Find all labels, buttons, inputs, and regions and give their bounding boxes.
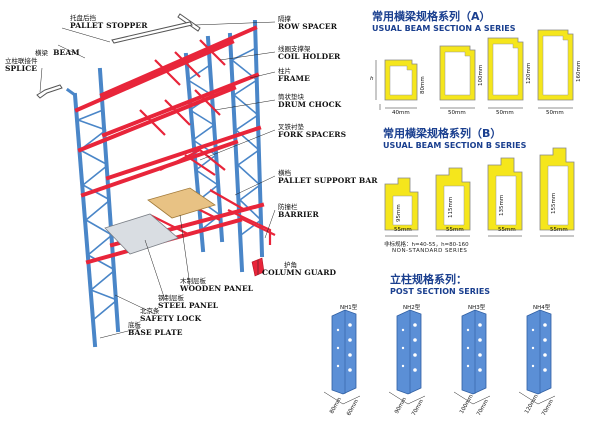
- section-a-height-1: 80mm: [420, 76, 426, 94]
- label-barrier: 防撞栏 BARRIER: [278, 203, 319, 219]
- label-column-guard: 护角 COLUMN GUARD: [262, 261, 337, 277]
- section-b-height-2: 115mm: [448, 196, 454, 218]
- post-name-4: NH4型: [533, 305, 551, 311]
- section-a-height-3: 120mm: [526, 62, 532, 84]
- section-b-height-4: 155mm: [551, 192, 557, 214]
- label-pallet-support-bar: 横档 PALLET SUPPORT BAR: [278, 169, 378, 185]
- upright-post: [252, 19, 265, 258]
- section-b-note-en: NON-STANDARD SERIES: [392, 248, 468, 254]
- section-b-width-2: 55mm: [446, 227, 464, 233]
- section-a-height-4: 160mm: [576, 60, 582, 82]
- section-b-height-1: 95mm: [396, 204, 402, 222]
- label-safety-lock: 北京条 SAFETY LOCK: [140, 307, 202, 323]
- label-drum-chock: 筒状垫块 DRUM CHOCK: [278, 93, 342, 109]
- section-b-width-3: 55mm: [498, 227, 516, 233]
- label-fork-spacers: 叉铁衬垫 FORK SPACERS: [278, 123, 347, 139]
- steel-panel: [104, 213, 179, 255]
- leader-lines: [39, 21, 276, 339]
- section-b-height-3: 135mm: [499, 194, 505, 216]
- upright-post: [72, 92, 98, 348]
- label-steel-panel: 钢制层板 STEEL PANEL: [158, 294, 219, 310]
- post-section-title: 立柱规格系列： POST SECTION SERIES: [390, 273, 491, 296]
- post-name-2: NH2型: [403, 305, 421, 311]
- label-base-plate: 底板 BASE PLATE: [128, 321, 183, 337]
- pallet-stopper: [111, 21, 193, 44]
- label-splice: 立柱联接件 SPLICE: [5, 57, 38, 73]
- pallet-supports: [139, 39, 276, 245]
- wooden-panel: [147, 187, 216, 219]
- section-a-height-2: 100mm: [478, 64, 484, 86]
- label-beam: 横梁 BEAM: [35, 48, 80, 57]
- label-row-spacer: 隔撑 ROW SPACER: [278, 15, 338, 31]
- splice: [36, 84, 63, 99]
- upright-post: [227, 32, 245, 273]
- section-b-width-1: 55mm: [394, 227, 412, 233]
- label-pallet-stopper: 托盘后挡 PALLET STOPPER: [70, 14, 148, 30]
- upright-post: [205, 35, 225, 243]
- label-coil-holder: 线圈支撑架 COIL HOLDER: [278, 45, 341, 61]
- section-a-title: 常用横梁规格系列（A） USUAL BEAM SECTION A SERIES: [372, 10, 516, 33]
- label-frame: 柱片 FRAME: [278, 67, 310, 83]
- section-b-note-cn: 非标规格：h=40-55，h=80-160: [384, 242, 469, 248]
- section-b-title: 常用横梁规格系列（B） USUAL BEAM SECTION B SERIES: [383, 127, 527, 150]
- post-name-3: NH3型: [468, 305, 486, 311]
- section-a-width-4: 50mm: [546, 110, 564, 116]
- section-a-width-2: 50mm: [448, 110, 466, 116]
- section-a-width-3: 50mm: [496, 110, 514, 116]
- section-b-width-4: 55mm: [550, 227, 568, 233]
- accessories: [36, 13, 201, 99]
- section-a-h-mark: h: [370, 76, 374, 82]
- post-name-1: NH1型: [340, 305, 358, 311]
- label-wooden-panel: 木制层板 WOODEN PANEL: [180, 277, 254, 293]
- section-a-width-1: 40mm: [392, 110, 410, 116]
